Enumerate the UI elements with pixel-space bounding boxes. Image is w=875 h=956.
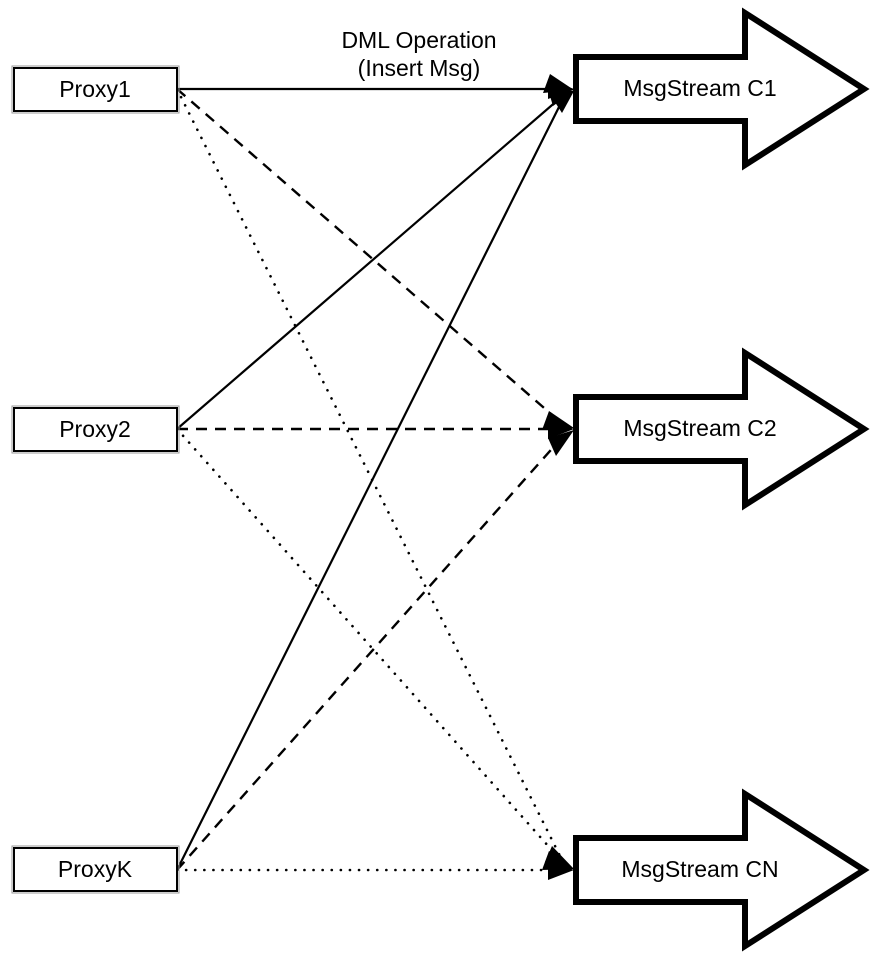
arrowhead-group-stream-cn: [542, 846, 574, 880]
link-proxyk-to-stream-c2[interactable]: [176, 432, 567, 871]
proxy-node-proxyk[interactable]: ProxyK: [11, 845, 180, 894]
proxy-label: Proxy1: [59, 76, 131, 102]
stream-node-stream-cn[interactable]: MsgStream CN: [573, 788, 870, 952]
proxy-node-proxy2[interactable]: Proxy2: [11, 405, 180, 454]
proxy-box-outline: [11, 65, 180, 114]
block-arrow-shape[interactable]: [573, 7, 870, 171]
arrowhead-icon: [545, 846, 574, 869]
proxy-box[interactable]: [13, 407, 178, 452]
stream-label: MsgStream C2: [623, 415, 776, 441]
proxy-box[interactable]: [13, 67, 178, 112]
stream-node-stream-c1[interactable]: MsgStream C1: [573, 7, 870, 171]
proxy-box-outline: [11, 845, 180, 894]
annotation-line-2: (Insert Msg): [358, 55, 481, 81]
arrowhead-layer: [542, 74, 574, 880]
block-arrow-shape[interactable]: [573, 347, 870, 511]
proxy-label: Proxy2: [59, 416, 131, 442]
proxy-node-proxy1[interactable]: Proxy1: [11, 65, 180, 114]
proxy-nodes: Proxy1 Proxy2 ProxyK: [11, 65, 180, 894]
proxy-box[interactable]: [13, 847, 178, 892]
proxy-label: ProxyK: [58, 856, 133, 882]
arrowhead-group-stream-c2: [542, 411, 574, 456]
annotation-line-1: DML Operation: [341, 27, 496, 53]
stream-nodes: MsgStream C1 MsgStream C2 MsgStream CN: [573, 7, 870, 952]
block-arrow-shape[interactable]: [573, 788, 870, 952]
link-proxyk-to-stream-c1[interactable]: [176, 94, 566, 871]
arrowhead-group-stream-c1: [543, 74, 574, 113]
arrowhead-icon: [542, 411, 574, 430]
link-proxy1-to-stream-c2[interactable]: [176, 88, 567, 428]
stream-label: MsgStream C1: [623, 75, 776, 101]
arrowhead-icon: [551, 91, 574, 113]
annotation-dml-op: DML Operation (Insert Msg): [341, 27, 496, 81]
link-layer: [175, 87, 571, 872]
proxy-box-outline: [11, 405, 180, 454]
link-proxy2-to-stream-cn[interactable]: [175, 427, 568, 868]
stream-label: MsgStream CN: [621, 856, 778, 882]
arrowhead-icon: [548, 430, 574, 456]
link-proxy2-to-stream-c1[interactable]: [176, 92, 567, 430]
link-proxy1-to-stream-cn[interactable]: [175, 87, 567, 868]
stream-node-stream-c2[interactable]: MsgStream C2: [573, 347, 870, 511]
